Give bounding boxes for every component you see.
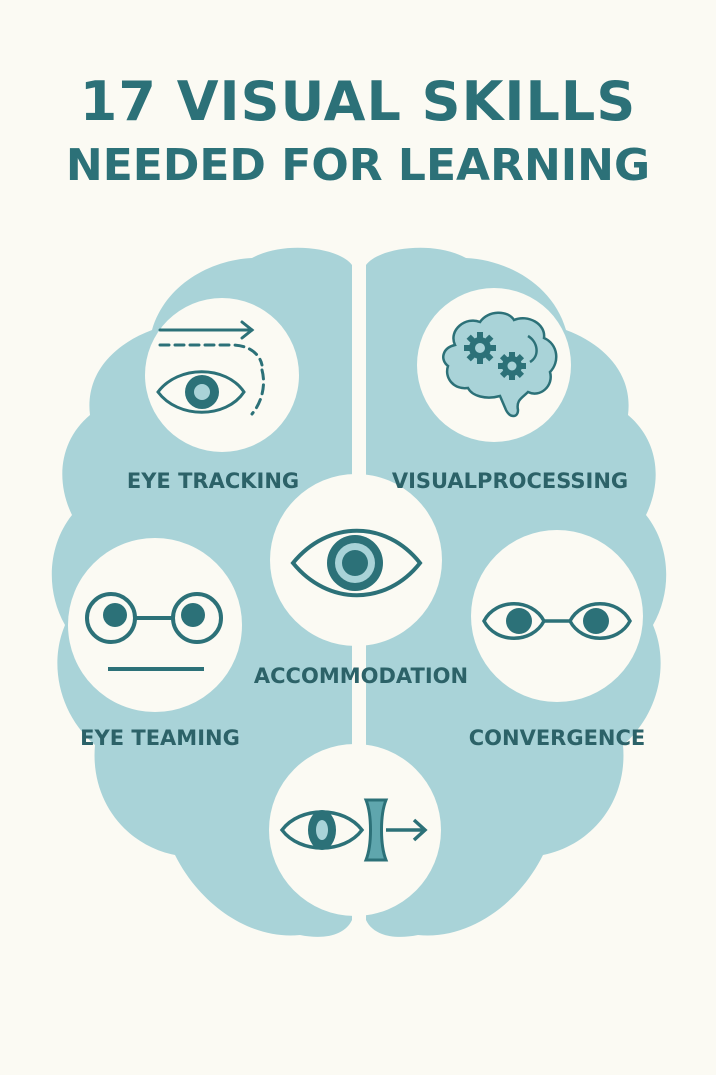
eye-lens-arrow-icon xyxy=(279,798,428,862)
eye-tracking-label: EYE TRACKING xyxy=(127,469,299,493)
title-line-2: NEEDED FOR LEARNING xyxy=(65,140,651,191)
convergence-icon xyxy=(482,602,632,640)
eye-teaming-icon xyxy=(85,592,223,671)
convergence-circle xyxy=(471,530,643,702)
accommodation-eye-icon xyxy=(290,528,423,598)
eye-teaming-label: EYE TEAMING xyxy=(80,726,240,750)
accommodation-label: ACCOMMODATION xyxy=(254,664,468,688)
bottom-skill-circle xyxy=(269,744,441,916)
brain-gears-icon xyxy=(442,311,558,418)
title-line-1: 17 VISUAL SKILLS xyxy=(79,70,637,133)
visual-processing-label: VISUALPROCESSING xyxy=(392,469,628,493)
eye-tracking-icon xyxy=(156,320,266,416)
convergence-label: CONVERGENCE xyxy=(469,726,646,750)
eye-teaming-circle xyxy=(68,538,242,712)
